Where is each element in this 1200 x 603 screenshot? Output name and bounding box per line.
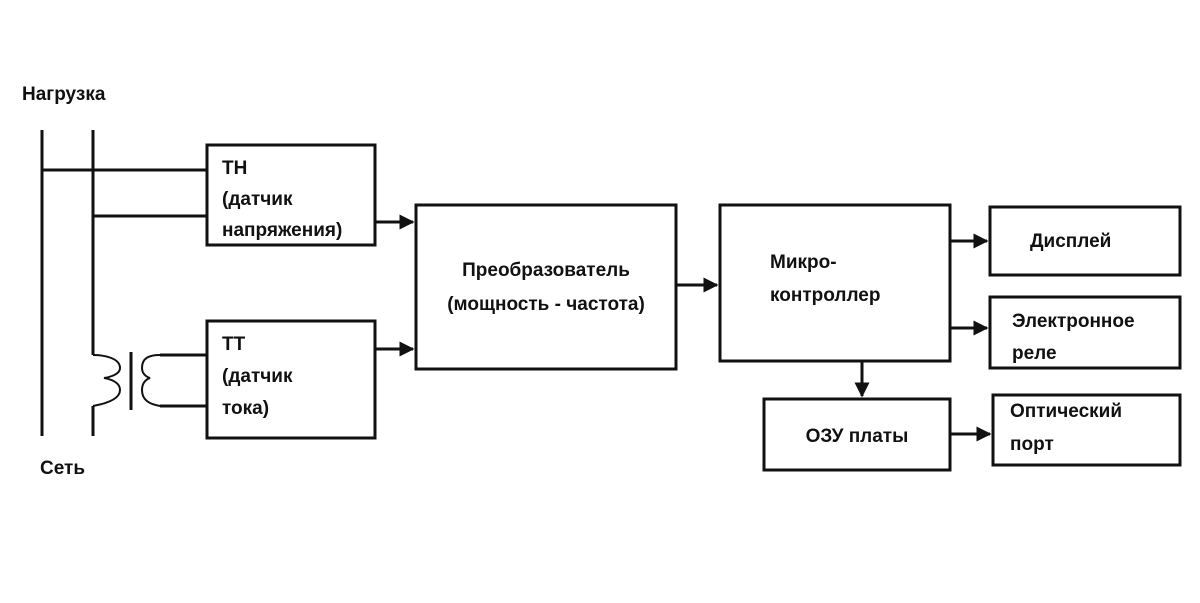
microcontroller-label-1: Микро- — [770, 252, 837, 273]
optical-port-label-2: порт — [1010, 434, 1054, 455]
display-label: Дисплей — [1030, 231, 1111, 252]
voltage-sensor-block: ТН (датчик напряжения) — [205, 143, 377, 247]
ram-label: ОЗУ платы — [806, 426, 909, 447]
current-sensor-label-3: тока) — [222, 398, 269, 419]
display-block: Дисплей — [988, 205, 1182, 277]
current-sensor-label-1: ТТ — [222, 334, 246, 355]
converter-block: Преобразователь (мощность - частота) — [414, 203, 678, 371]
ram-block: ОЗУ платы — [762, 397, 952, 472]
current-sensor-label-2: (датчик — [222, 366, 293, 387]
microcontroller-label-2: контроллер — [770, 285, 880, 306]
voltage-sensor-label-3: напряжения) — [222, 220, 342, 241]
voltage-sensor-label-1: ТН — [222, 158, 247, 179]
load-label: Нагрузка — [22, 84, 106, 105]
optical-port-block: Оптический порт — [991, 393, 1182, 467]
current-sensor-block: ТТ (датчик тока) — [205, 319, 377, 440]
relay-label-2: реле — [1012, 343, 1057, 364]
network-label: Сеть — [40, 458, 85, 479]
converter-label-1: Преобразователь — [462, 260, 630, 281]
relay-label-1: Электронное — [1012, 311, 1135, 332]
optical-port-label-1: Оптический — [1010, 401, 1122, 422]
voltage-sensor-label-2: (датчик — [222, 189, 293, 210]
converter-label-2: (мощность - частота) — [447, 294, 645, 315]
current-transformer-symbol — [92, 352, 207, 410]
relay-block: Электронное реле — [988, 295, 1182, 370]
microcontroller-block: Микро- контроллер — [718, 203, 952, 363]
